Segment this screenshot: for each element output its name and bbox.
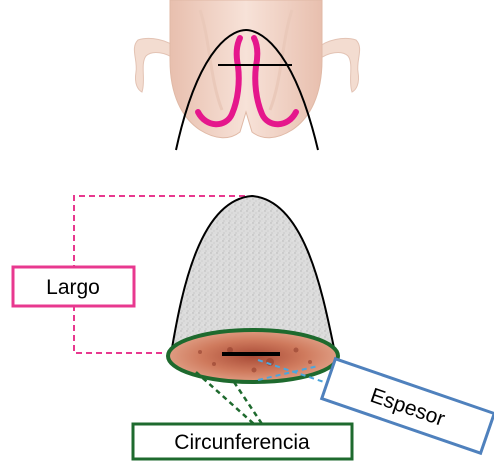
anatomy-illustration [134,0,359,150]
right-tube-shape [318,38,360,92]
circumference-line-right [234,382,262,424]
cone-body [172,196,334,348]
circumference-label: Circunferencia [174,431,310,454]
circumference-label-box: Circunferencia [133,424,352,459]
length-label-box: Largo [13,267,134,306]
length-label: Largo [46,276,100,299]
cervix-cone-diagram [74,196,338,424]
uterus-body-shape [170,0,322,138]
